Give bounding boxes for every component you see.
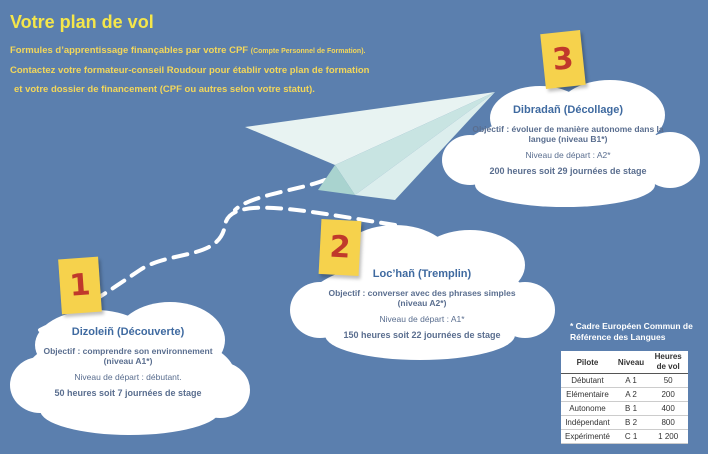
table-cell: Elémentaire	[561, 387, 614, 402]
table-cell: A 2	[613, 387, 649, 402]
table-cell: Débutant	[561, 373, 614, 388]
stage-number-note: 1	[58, 256, 102, 315]
stage-hours: 200 heures soit 29 journées de stage	[489, 166, 647, 176]
table-cell: 800	[648, 415, 689, 430]
paper-plane-icon	[245, 92, 495, 200]
stage-level: Niveau de départ : A1*	[379, 314, 465, 324]
cloud-icon	[10, 302, 250, 435]
flight-path-2	[233, 178, 327, 212]
cefr-footnote: * Cadre Européen Commun de Référence des…	[570, 321, 693, 342]
table-cell: 1 200	[648, 429, 689, 444]
stage-objective: Objectif : converser avec des phrases si…	[328, 288, 516, 308]
stage-name: Loc’hañ (Tremplin)	[372, 268, 472, 280]
table-header: Pilote	[561, 351, 614, 374]
stage-name: Dizoleiñ (Découverte)	[71, 326, 185, 338]
stage-number-note: 3	[540, 30, 586, 89]
intro-line-3: et votre dossier de financement (CPF ou …	[14, 84, 315, 95]
stage-hours: 50 heures soit 7 journées de stage	[54, 388, 202, 398]
intro-line-2: Contactez votre formateur-conseil Roudou…	[10, 65, 370, 76]
stage-level: Niveau de départ : débutant.	[74, 372, 182, 382]
table-cell: B 1	[613, 401, 649, 416]
page-title: Votre plan de vol	[10, 12, 154, 32]
table-cell: A 1	[613, 373, 649, 388]
table-cell: 400	[648, 401, 689, 416]
stage-hours: 150 heures soit 22 journées de stage	[343, 330, 501, 340]
stage-card: Loc’hañ (Tremplin) Objectif : converser …	[322, 268, 522, 340]
flight-path	[38, 205, 397, 332]
intro-line-1: Formules d’apprentissage finançables par…	[10, 45, 366, 56]
table-header: Heures de vol	[648, 351, 689, 374]
table-cell: 200	[648, 387, 689, 402]
stage-name: Dibradañ (Décollage)	[512, 104, 624, 116]
table-cell: B 2	[613, 415, 649, 430]
stage-card: Dizoleiñ (Découverte) Objectif : compren…	[28, 326, 228, 398]
stage-card: Dibradañ (Décollage) Objectif : évoluer …	[458, 104, 678, 176]
table-header: Niveau	[613, 351, 649, 374]
table-cell: Expérimenté	[561, 429, 614, 444]
stage-level: Niveau de départ : A2*	[525, 150, 611, 160]
stage-objective: Objectif : évoluer de manière autonome d…	[472, 124, 664, 144]
cloud-icon	[442, 80, 700, 207]
table-cell: Autonome	[561, 401, 614, 416]
cloud-icon	[290, 225, 555, 360]
table-cell: 50	[648, 373, 689, 388]
table-cell: C 1	[613, 429, 649, 444]
stage-objective: Objectif : comprendre son environnement …	[43, 346, 213, 366]
table-cell: Indépendant	[561, 415, 614, 430]
